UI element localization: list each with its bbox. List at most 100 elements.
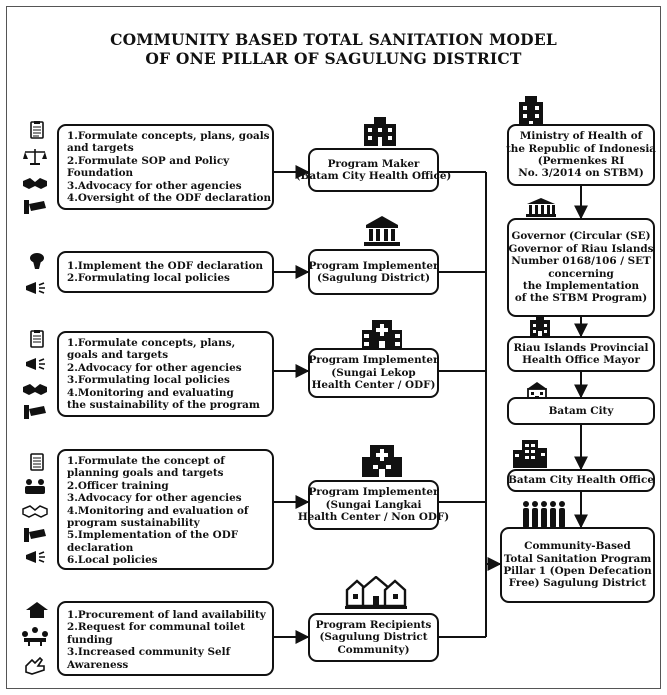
task-item: 6.Local policies	[67, 554, 158, 567]
task-item: 2.Advocacy for other agencies	[67, 361, 242, 374]
diagram-frame	[6, 6, 661, 689]
governor-circular-box: Governor (Circular (SE) Governor of Riau…	[507, 218, 655, 317]
task-item: and targets	[67, 142, 134, 155]
actor-sungai-lekop-health-center: Program Implementer (Sungai Lekop Health…	[308, 348, 439, 398]
hierarchy-line: Number 0168/106 / SET	[511, 255, 651, 268]
scales-icon	[23, 149, 47, 165]
task-item: 1.Formulate concepts, plans,	[67, 337, 236, 349]
hierarchy-line: (Permenkes RI	[537, 155, 625, 167]
task-item: 4.Monitoring and evaluation of	[67, 504, 249, 517]
office-building-icon	[364, 117, 396, 146]
hospital-icon	[362, 320, 402, 350]
government-building-icon	[364, 216, 400, 246]
actor-line: Program Recipients	[315, 618, 432, 631]
task-item: planning goals and targets	[67, 467, 224, 480]
cctv-icon	[24, 200, 46, 214]
megaphone-icon	[26, 551, 45, 563]
megaphone-icon	[26, 358, 45, 370]
task-item: 2.Formulate SOP and Policy	[67, 154, 230, 167]
task-list-program-maker: 1.Formulate concepts, plans, goals and t…	[57, 124, 274, 210]
task-item: 3.Advocacy for other agencies	[67, 179, 242, 192]
actor-line: Health Center / ODF)	[311, 379, 436, 392]
task-item: 1.Formulate concepts, plans, goals	[67, 130, 270, 142]
task-item: 2.Formulating local policies	[67, 272, 230, 285]
hierarchy-line: Total Sanitation Program	[503, 552, 652, 565]
actor-line: (Sungai Langkai	[325, 498, 422, 511]
task-item: 2.Request for communal toilet	[67, 621, 245, 634]
task-item: 3.Increased community Self	[67, 646, 231, 659]
apartment-icon	[513, 440, 547, 468]
megaphone-icon	[26, 282, 45, 294]
cctv-icon	[24, 405, 46, 419]
task-item: Foundation	[67, 167, 134, 180]
toilet-icon	[30, 253, 44, 269]
task-item: 1.Procurement of land availability	[67, 609, 266, 621]
actor-line: (Sagulung District)	[317, 272, 430, 284]
batam-city-box: Batam City	[507, 397, 655, 425]
task-item: 3.Formulating local policies	[67, 374, 230, 387]
hierarchy-line: the Implementation	[522, 279, 640, 292]
actor-program-maker: Program Maker (Batam City Health Office)	[296, 148, 451, 192]
hierarchy-line: the Republic of Indonesia	[505, 142, 657, 155]
cctv-icon	[24, 528, 46, 542]
handshake-icon	[23, 178, 47, 189]
task-item: 1.Formulate the concept of	[67, 455, 225, 467]
handshake-icon	[22, 505, 48, 518]
actor-line: Program Implementer	[308, 354, 439, 367]
crowd-icon	[523, 501, 565, 528]
task-item: the sustainability of the program	[67, 399, 260, 412]
hierarchy-line: No. 3/2014 on STBM)	[518, 167, 644, 180]
actor-line: Program Implementer	[308, 486, 439, 499]
hierarchy-line: Ministry of Health of	[519, 130, 643, 143]
task-list-sungai-langkai: 1.Formulate the concept of planning goal…	[57, 449, 274, 570]
task-item: declaration	[67, 541, 134, 554]
actor-sungai-langkai-health-center: Program Implementer (Sungai Langkai Heal…	[298, 480, 449, 530]
diagram-title-line-2: OF ONE PILLAR OF SAGULUNG DISTRICT	[145, 49, 522, 68]
task-item: 5.Implementation of the ODF	[67, 529, 239, 542]
meeting-icon	[22, 627, 48, 646]
batam-city-health-office-box: Batam City Health Office	[507, 469, 655, 492]
hierarchy-line: Governor (Circular (SE)	[511, 230, 651, 243]
hierarchy-line: concerning	[548, 267, 614, 280]
clipboard-icon	[30, 121, 44, 139]
hierarchy-line: Free) Sagulung District	[508, 577, 647, 590]
community-sanitation-program-box: Community-Based Total Sanitation Program…	[500, 527, 655, 603]
clipboard-icon	[30, 330, 44, 348]
task-list-program-recipients: 1.Procurement of land availability 2.Req…	[57, 601, 274, 676]
task-item: 4.Monitoring and evaluating	[67, 386, 234, 399]
task-item: program sustainability	[67, 517, 200, 530]
hierarchy-line: Community-Based	[524, 540, 631, 553]
office-building-icon	[530, 316, 550, 338]
task-item: 1.Implement the ODF declaration	[67, 260, 264, 272]
capitol-icon	[526, 198, 556, 217]
task-list-sungai-lekop: 1.Formulate concepts, plans, goals and t…	[57, 331, 274, 417]
task-item: 4.Oversight of the ODF declaration	[67, 192, 272, 205]
actor-line: (Sungai Lekop	[331, 366, 416, 379]
hierarchy-line: Pillar 1 (Open Defecation	[503, 565, 652, 577]
task-item: 3.Advocacy for other agencies	[67, 492, 242, 505]
actor-sagulung-district: Program Implementer (Sagulung District)	[308, 249, 439, 295]
training-icon	[25, 479, 45, 494]
hierarchy-line: Batam City	[548, 404, 614, 417]
handshake-icon	[23, 384, 47, 395]
hierarchy-line: Governor of Riau Islands	[508, 242, 654, 255]
hierarchy-line: Health Office Mayor	[522, 354, 640, 366]
provincial-health-office-box: Riau Islands Provincial Health Office Ma…	[507, 336, 655, 372]
task-item: Awareness	[67, 658, 129, 671]
hierarchy-line: Batam City Health Office	[508, 474, 654, 487]
actor-line: Community)	[337, 643, 410, 656]
clipboard-icon	[30, 453, 44, 471]
hospital-icon	[362, 445, 402, 477]
diagram-title-line-1: COMMUNITY BASED TOTAL SANITATION MODEL	[110, 30, 557, 49]
hand-icon	[25, 656, 45, 675]
actor-line: (Batam City Health Office)	[295, 170, 452, 182]
house-icon	[26, 602, 48, 618]
actor-line: Program Maker	[327, 157, 420, 170]
task-item: 2.Officer training	[67, 479, 169, 492]
task-item: funding	[67, 633, 113, 646]
hierarchy-line: Riau Islands Provincial	[513, 341, 649, 354]
actor-line: Program Implementer	[308, 259, 439, 272]
actor-line: Health Center / Non ODF)	[297, 511, 450, 524]
task-item: goals and targets	[67, 349, 169, 362]
